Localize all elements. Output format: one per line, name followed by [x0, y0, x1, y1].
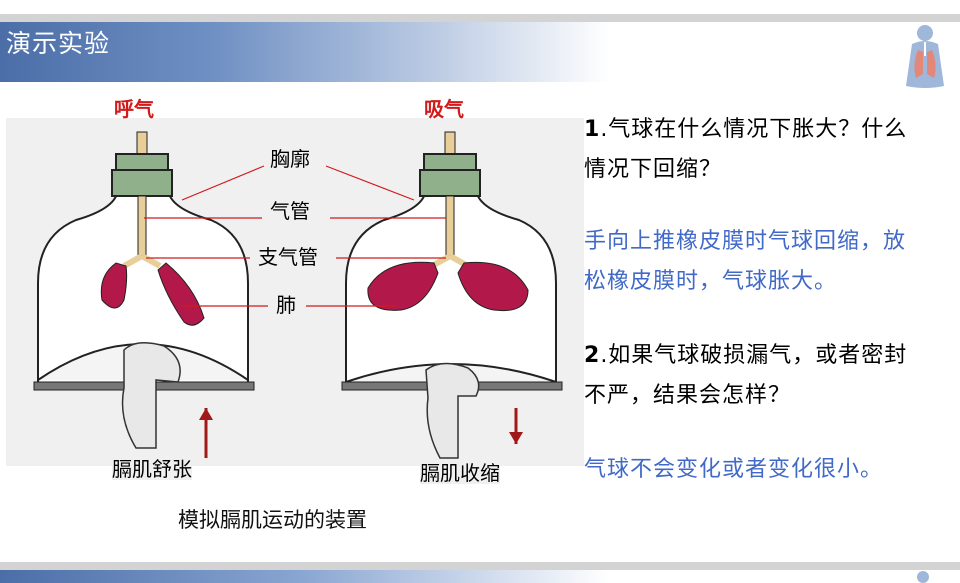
label-diaphragm-contract: 膈肌收缩 — [420, 461, 500, 485]
diaphragm-model-figure — [6, 118, 584, 466]
left-bell-jar — [33, 131, 255, 458]
question-1-text: .气球在什么情况下胀大？什么情况下回缩？ — [584, 117, 908, 182]
label-diaphragm-relax: 膈肌舒张 — [112, 457, 192, 481]
question-2: 2.如果气球破损漏气，或者密封不严，结果会怎样？ — [584, 336, 924, 416]
label-trachea: 气管 — [270, 199, 310, 223]
exhale-label: 呼气 — [114, 97, 154, 121]
human-body-icon — [917, 571, 929, 583]
label-chest: 胸廓 — [270, 147, 310, 171]
question-2-number: 2 — [584, 343, 601, 368]
question-1: 1.气球在什么情况下胀大？什么情况下回缩？ — [584, 110, 924, 190]
next-slide-title-bar — [0, 570, 610, 583]
inhale-label: 吸气 — [424, 97, 464, 121]
title-bar — [0, 22, 610, 82]
label-bronchi: 支气管 — [258, 245, 318, 269]
question-1-number: 1 — [584, 117, 601, 142]
slide-title: 演示实验 — [6, 29, 111, 58]
figure-caption: 模拟膈肌运动的装置 — [178, 508, 367, 532]
label-leader-lines — [144, 165, 446, 307]
bell-jar-diagram — [33, 131, 563, 459]
label-lung: 肺 — [276, 293, 296, 317]
human-body-lungs-icon — [906, 25, 944, 88]
answer-2: 气球不会变化或者变化很小。 — [584, 457, 884, 482]
top-divider — [0, 14, 960, 22]
bottom-divider — [0, 562, 960, 570]
right-bell-jar — [341, 131, 563, 459]
answer-1: 手向上推橡皮膜时气球回缩，放松橡皮膜时，气球胀大。 — [584, 229, 907, 294]
question-2-text: .如果气球破损漏气，或者密封不严，结果会怎样？ — [584, 343, 908, 408]
